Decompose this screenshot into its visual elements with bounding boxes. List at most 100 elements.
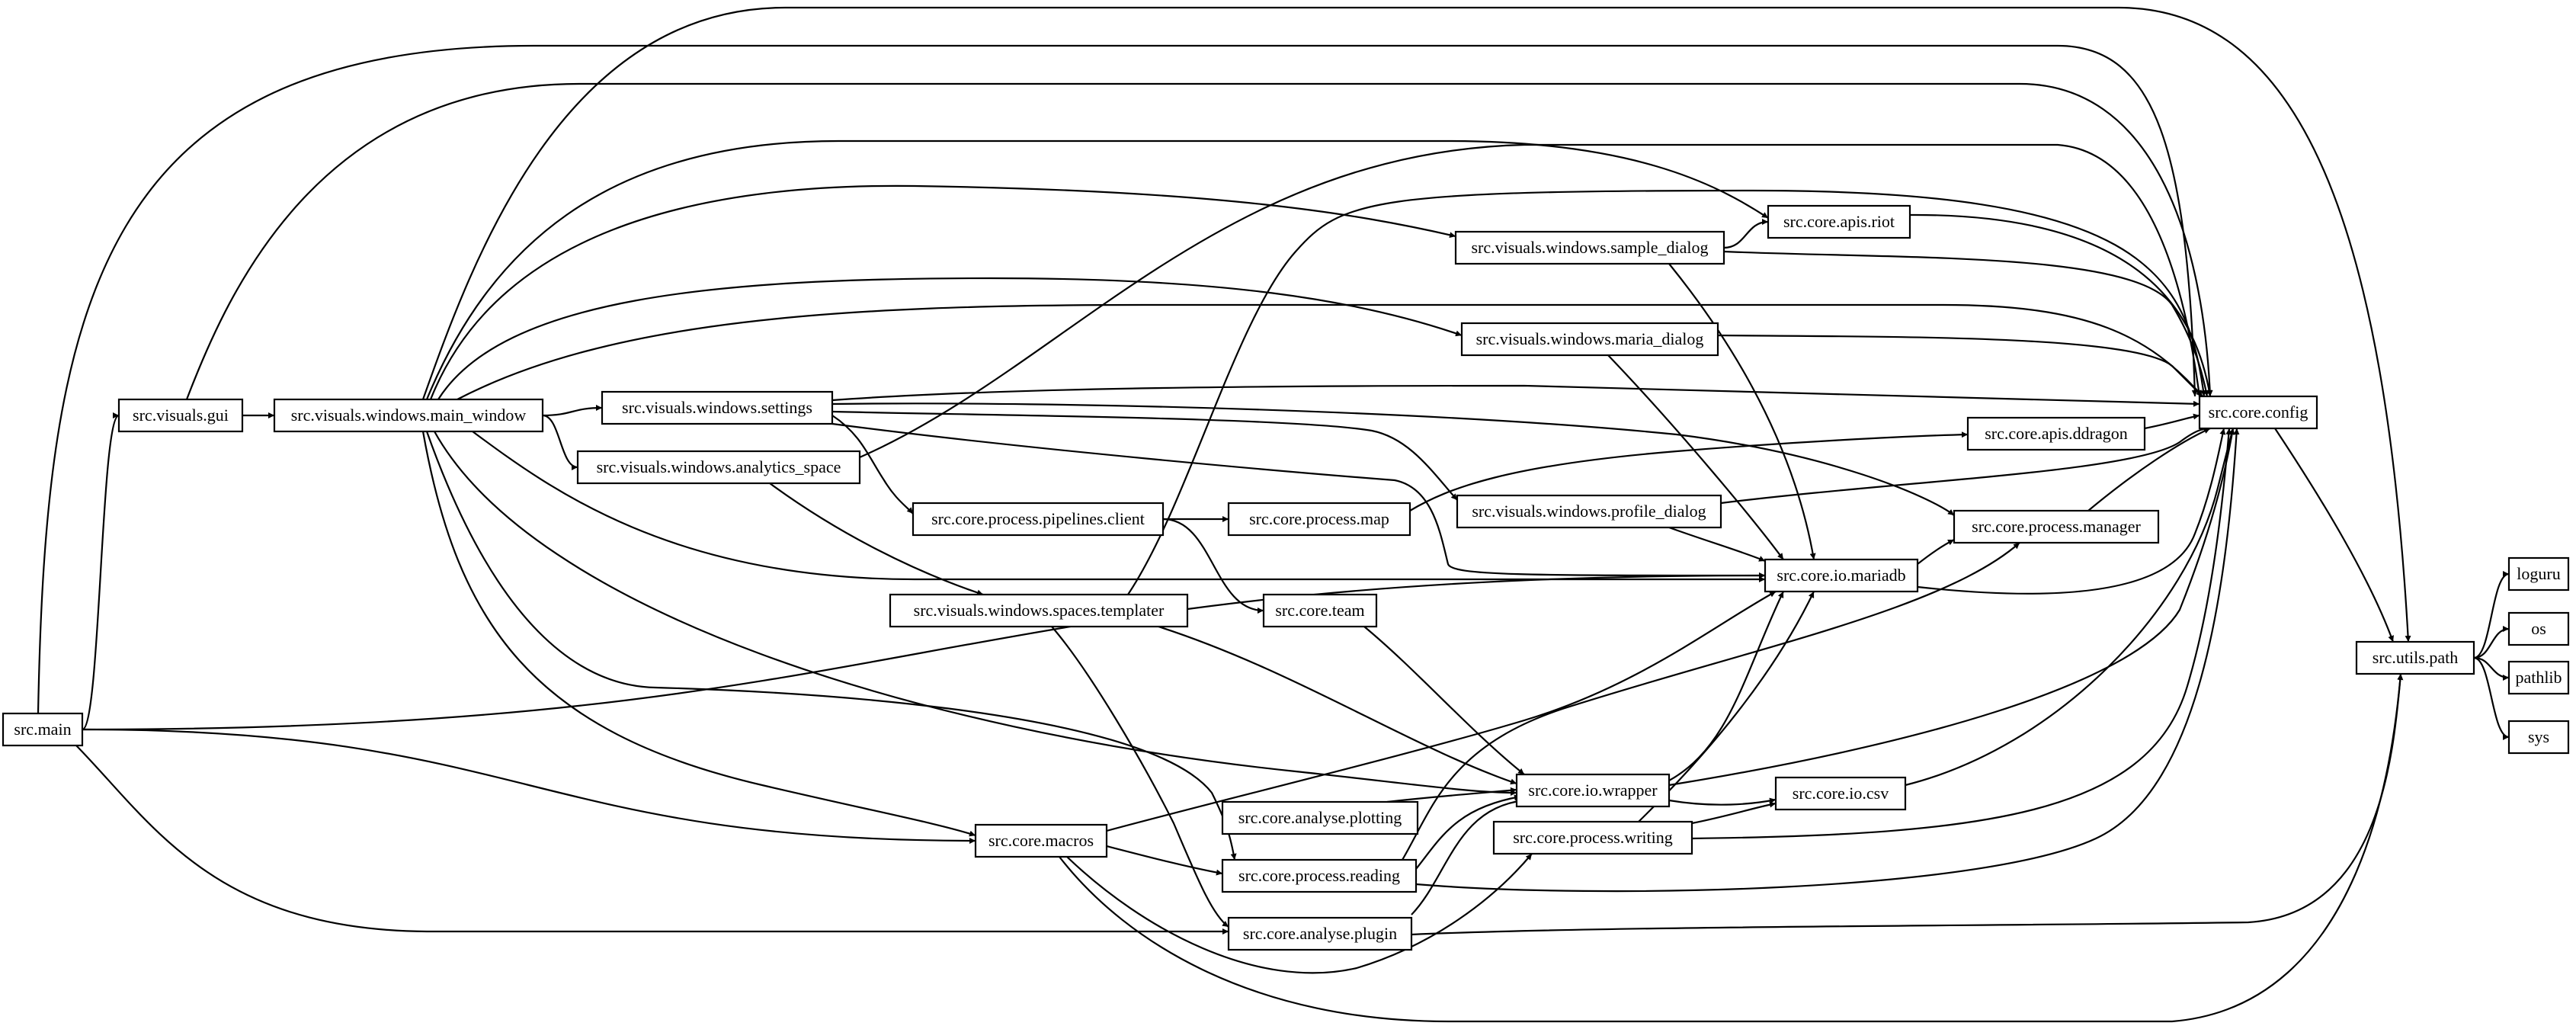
edge-path [1363,626,1525,775]
edge-src-core-macros-to-src-core-process-writing [1066,853,1533,974]
node-box [601,390,834,425]
edge-path [1717,334,2203,397]
edge-src-core-process-writing-to-src-core-io-csv [1691,801,1777,825]
edge-path [1917,539,1955,565]
edge-src-visuals-gui-to-src-core-config [185,82,2213,400]
edge-src-visuals-windows-settings-to-src-core-process-pipelines-client [831,415,914,515]
edge-src-core-apis-riot-to-src-core-config [1909,213,2212,397]
edge-path [1917,428,2226,595]
edge-src-visuals-windows-main_window-to-src-visuals-windows-sample_dialog [429,184,1456,400]
edge-src-utils-path-to-pathlib [2473,656,2510,681]
node-box [1774,776,1907,811]
node-src-visuals-gui: src.visuals.gui [117,398,244,433]
node-label: src.visuals.windows.settings [622,398,812,417]
edge-src-main-to-src-core-io-mariadb [82,572,1766,731]
edge-path [1411,673,2404,936]
node-src-visuals-windows-settings: src.visuals.windows.settings [601,390,834,425]
node-box [2507,720,2570,755]
edge-src-visuals-windows-main_window-to-src-visuals-windows-settings [542,405,603,417]
node-label: src.core.process.writing [1513,828,1673,847]
node-src-visuals-windows-spaces-templater: src.visuals.windows.spaces.templater [889,593,1189,628]
node-box [912,502,1165,537]
node-box [2507,611,2570,646]
node-src-core-macros: src.core.macros [974,823,1108,858]
edge-src-visuals-windows-main_window-to-src-core-process-reading [425,431,1237,861]
node-box [1953,509,2160,544]
edge-src-core-io-wrapper-to-src-core-io-mariadb [1668,591,1784,781]
edge-path [1668,526,1766,563]
edge-path [1668,263,1816,560]
edge-src-core-macros-to-src-core-io-mariadb [1106,591,1777,832]
node-box [576,450,861,485]
edge-path [2144,413,2200,430]
edge-src-core-analyse-plugin-to-src-core-io-wrapper [1411,797,1525,915]
edge-src-visuals-windows-sample_dialog-to-src-core-apis-riot [1723,219,1769,249]
edge-path [1415,794,1521,870]
edge-src-core-io-mariadb-to-src-core-config [1917,428,2226,595]
node-label: pathlib [2515,668,2562,687]
node-label: src.utils.path [2373,648,2458,667]
edge-path [2274,428,2395,643]
node-src-core-io-mariadb: src.core.io.mariadb [1764,558,1919,593]
edge-path [425,431,1237,861]
edge-src-visuals-windows-maria_dialog-to-src-core-io-mariadb [1607,354,1784,560]
node-label: src.core.process.map [1249,509,1389,528]
edge-src-core-process-reading-to-src-core-io-wrapper [1415,794,1521,870]
node-label: src.visuals.windows.maria_dialog [1476,329,1704,348]
edge-path [1668,591,1784,781]
edge-src-utils-path-to-sys [2473,656,2510,740]
node-sys: sys [2507,720,2570,755]
edge-path [1720,425,2211,505]
edge-src-visuals-windows-spaces-templater-to-src-core-config [1127,189,2206,595]
node-box [1227,502,1411,537]
edge-path [1106,845,1223,876]
edge-path [1668,428,2235,787]
node-label: src.core.process.pipelines.client [931,509,1145,528]
edge-path [859,143,2202,459]
node-src-core-analyse-plotting: src.core.analyse.plotting [1221,800,1419,835]
node-box [1262,593,1378,628]
node-label: os [2531,619,2546,638]
edge-src-core-io-wrapper-to-src-core-config [1668,428,2235,787]
edge-path [769,483,984,596]
node-src-core-apis-ddragon: src.core.apis.ddragon [1966,416,2146,451]
node-label: src.core.process.reading [1238,866,1400,885]
edge-path [425,139,1769,400]
edge-path [2087,427,2211,511]
edge-path [1386,787,1517,803]
edge-src-visuals-windows-main_window-to-src-core-io-mariadb [472,431,1765,582]
edge-src-visuals-windows-main_window-to-src-core-apis-riot [425,139,1769,400]
node-src-core-apis-riot: src.core.apis.riot [1767,204,1911,239]
edge-src-visuals-windows-profile_dialog-to-src-core-io-mariadb [1668,526,1766,563]
edge-path [1162,518,1264,614]
node-label: src.visuals.gui [133,406,229,425]
edge-path [421,431,976,837]
edge-src-visuals-windows-maria_dialog-to-src-core-config [1717,334,2203,397]
node-box [974,823,1108,858]
edge-path [81,412,120,731]
edge-src-core-apis-ddragon-to-src-core-config [2144,413,2200,430]
edge-path [1127,189,2206,595]
node-src-main: src.main [2,712,84,747]
node-label: src.core.analyse.plugin [1243,924,1397,943]
edge-src-visuals-windows-main_window-to-src-core-macros [421,431,976,837]
edge-path [1691,801,1777,825]
node-src-core-process-pipelines-client: src.core.process.pipelines.client [912,502,1165,537]
edge-src-visuals-windows-sample_dialog-to-src-core-io-mariadb [1668,263,1816,560]
edge-src-visuals-windows-analytics_space-to-src-visuals-windows-spaces-templater [769,483,984,596]
edge-src-core-process-writing-to-src-core-config [1691,428,2232,840]
edge-src-main-to-src-core-config [37,44,2198,714]
node-box [2355,640,2475,675]
node-box [1456,494,1722,529]
edge-path [1409,431,1969,511]
node-src-core-io-csv: src.core.io.csv [1774,776,1907,811]
edge-src-core-analyse-plotting-to-src-core-io-wrapper [1386,787,1517,803]
edge-path [1411,797,1525,915]
node-label: src.core.io.wrapper [1528,781,1658,800]
edges-layer [37,6,2510,1023]
edge-src-visuals-windows-main_window-to-src-visuals-windows-maria_dialog [437,277,1463,400]
edge-src-visuals-windows-spaces-templater-to-src-core-analyse-plugin [1051,626,1229,928]
edge-path [1106,591,1777,832]
node-label: src.visuals.windows.profile_dialog [1472,502,1706,521]
